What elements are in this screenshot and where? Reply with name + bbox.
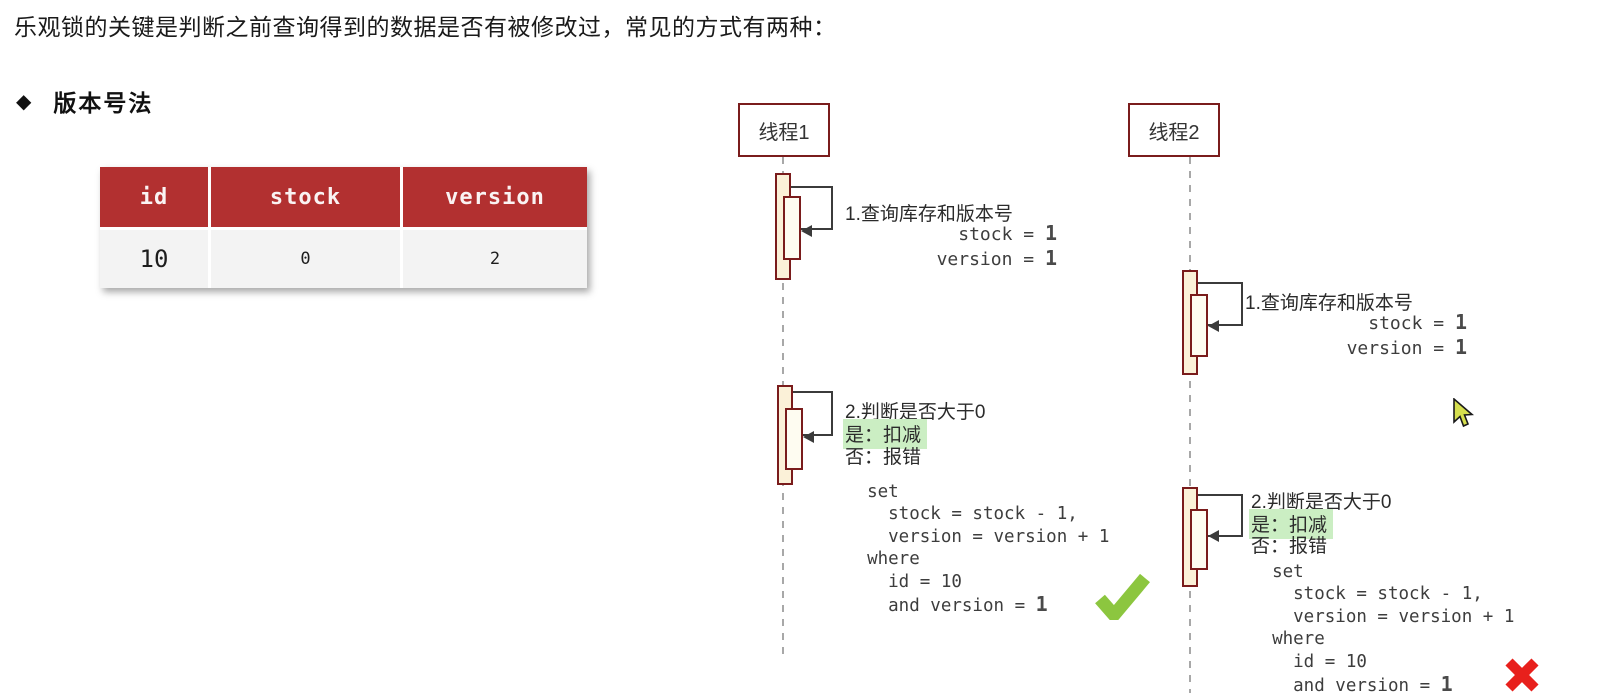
- thread1-stock-label: stock =: [958, 224, 1045, 245]
- thread1-step1-title: 1.查询库存和版本号: [845, 204, 1013, 225]
- code-line: set: [1251, 562, 1304, 582]
- mouse-cursor-icon: [1453, 398, 1475, 428]
- thread1-step1-arrowhead-icon: [801, 225, 812, 237]
- thread2-actor-label: 线程2: [1148, 121, 1200, 144]
- code-line: id = 10: [846, 571, 962, 592]
- thread1-step2-sql-code: set stock = stock - 1, version = version…: [846, 481, 1109, 617]
- table-cell-id: 10: [100, 230, 208, 288]
- table-cell-version: 2: [403, 230, 587, 288]
- section-title: 版本号法: [53, 90, 154, 116]
- thread1-step2-no-line: 否：报错: [845, 447, 922, 468]
- code-line-last: and version = 1: [846, 593, 1109, 617]
- thread2-version-value: 1: [1454, 334, 1467, 359]
- code-line: set: [846, 482, 899, 502]
- code-line: stock = stock - 1,: [1251, 584, 1483, 605]
- thread2-stock-label: stock =: [1368, 313, 1455, 334]
- thread1-step1-nested-activation-bar: [783, 196, 801, 260]
- section-heading: ◆ 版本号法: [16, 84, 153, 118]
- code-line: where: [846, 549, 920, 570]
- thread1-step2-arrowhead-icon: [803, 431, 814, 443]
- thread1-step2-yes-highlight: 是：扣减: [843, 419, 928, 449]
- code-line: version = version + 1: [846, 526, 1110, 547]
- diamond-bullet-icon: ◆: [16, 90, 32, 113]
- thread2-step2-nested-activation-bar: [1190, 509, 1208, 570]
- thread1-actor-box: 线程1: [738, 103, 830, 157]
- thread1-version-label: version =: [936, 248, 1045, 270]
- table-cell-stock: 0: [211, 230, 400, 288]
- code-line: stock = stock - 1,: [846, 504, 1078, 525]
- thread2-stock-value: 1: [1454, 310, 1467, 334]
- thread1-step1-values: stock = 1 version = 1: [845, 221, 1057, 271]
- thread2-step2-no-line: 否：报错: [1251, 536, 1328, 557]
- code-line-last: and version = 1: [1251, 673, 1514, 697]
- code-last-label: and version =: [846, 596, 1036, 617]
- thread2-version-label: version =: [1346, 337, 1455, 359]
- thread2-lifeline: [1189, 157, 1191, 693]
- code-last-value: 1: [1440, 672, 1453, 697]
- thread2-step1-values: stock = 1 version = 1: [1245, 310, 1467, 360]
- thread2-step2-sql-code: set stock = stock - 1, version = version…: [1251, 561, 1514, 697]
- thread1-step2-nested-activation-bar: [785, 408, 803, 470]
- check-icon: [1095, 573, 1150, 620]
- table-header-version: version: [403, 167, 587, 227]
- table-header-id: id: [100, 167, 208, 227]
- code-line: version = version + 1: [1251, 606, 1515, 627]
- code-last-value: 1: [1035, 592, 1048, 617]
- stock-table: id stock version 10 0 2: [100, 167, 587, 288]
- thread1-step2-title: 2.判断是否大于0: [845, 402, 986, 423]
- thread2-step1-nested-activation-bar: [1190, 294, 1208, 357]
- code-line: id = 10: [1251, 651, 1367, 672]
- thread1-actor-label: 线程1: [758, 121, 810, 144]
- thread2-step2-arrowhead-icon: [1208, 530, 1219, 542]
- thread2-step2-yes-highlight: 是：扣减: [1249, 509, 1334, 539]
- thread2-step2-self-message-loop: [1198, 494, 1243, 537]
- thread1-step1-self-message-loop: [791, 186, 833, 230]
- thread1-version-value: 1: [1044, 245, 1057, 270]
- code-line: where: [1251, 629, 1325, 650]
- thread2-step1-arrowhead-icon: [1208, 320, 1219, 332]
- intro-text: 乐观锁的关键是判断之前查询得到的数据是否有被修改过，常见的方式有两种：: [14, 14, 837, 40]
- code-last-label: and version =: [1251, 676, 1441, 697]
- cross-icon: [1505, 658, 1539, 692]
- thread1-stock-value: 1: [1044, 221, 1057, 245]
- thread2-step1-self-message-loop: [1198, 282, 1243, 326]
- table-header-stock: stock: [211, 167, 400, 227]
- thread2-actor-box: 线程2: [1128, 103, 1220, 157]
- thread2-step2-title: 2.判断是否大于0: [1251, 492, 1392, 513]
- thread2-step1-title: 1.查询库存和版本号: [1245, 293, 1413, 314]
